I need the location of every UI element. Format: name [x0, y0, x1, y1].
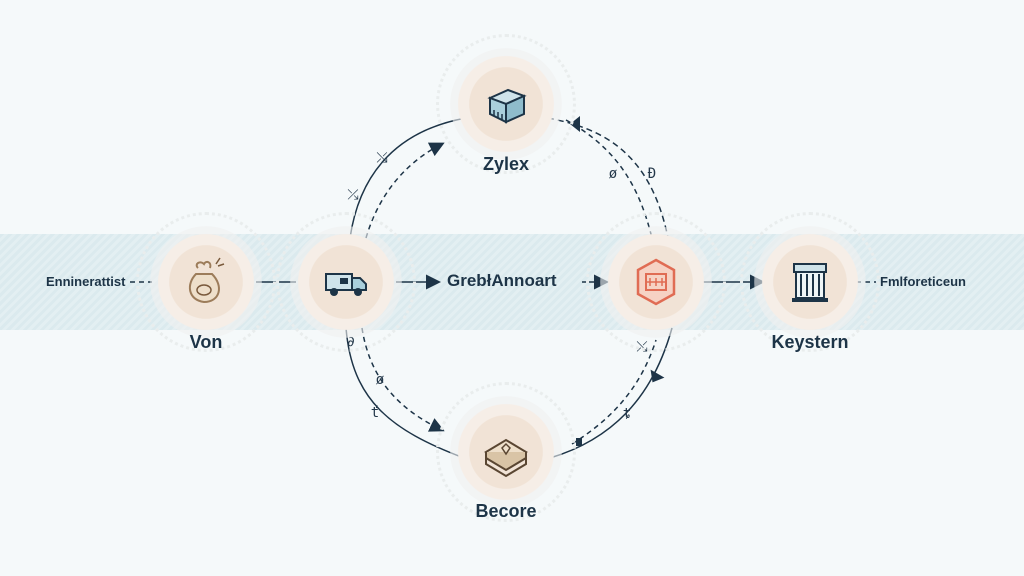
- building-columns-icon: [792, 263, 828, 302]
- outer-arc-top-right: [547, 117, 669, 239]
- scribble-mark-2: ⤰: [347, 187, 359, 203]
- node-becore[interactable]: [436, 382, 576, 522]
- arrowhead-bottom: [576, 438, 582, 446]
- inner-arc-top-right: [565, 119, 653, 239]
- node-von[interactable]: [136, 212, 276, 352]
- hub-label: GrebłAnnoart: [447, 271, 557, 290]
- truck-icon: [325, 273, 367, 296]
- scribble-mark-1: ⤯: [376, 150, 388, 166]
- node-truck[interactable]: [276, 212, 416, 352]
- scribble-mark-3: ø: [608, 166, 618, 182]
- scribble-mark-4: Ð: [647, 166, 657, 182]
- label-keystern: Keystern: [771, 332, 849, 352]
- node-zylex[interactable]: [436, 34, 576, 174]
- label-von: Von: [189, 332, 223, 352]
- side-label-left: Enninerattist: [46, 274, 126, 289]
- arrowhead-bottom-right: [650, 369, 665, 383]
- node-keystern[interactable]: [740, 212, 880, 352]
- label-zylex: Zylex: [482, 154, 530, 174]
- side-label-right: Fmlforeticeun: [880, 274, 966, 289]
- hexagon-building-icon: [636, 258, 676, 306]
- scribble-mark-7: ť: [370, 405, 380, 421]
- scribble-mark-9: ȶ: [622, 406, 632, 422]
- inner-arc-bottom-right: [571, 339, 657, 445]
- inner-arc-top-left: [365, 142, 445, 239]
- stacked-tray-icon: [484, 438, 528, 478]
- node-hexagon[interactable]: [586, 212, 726, 352]
- arrowhead-top-right: [570, 116, 580, 132]
- box-package-icon: [487, 88, 527, 124]
- label-becore: Becore: [475, 501, 537, 521]
- scribble-mark-6: ø: [375, 372, 385, 388]
- sack-bag-icon: [188, 257, 225, 304]
- inner-arc-bottom-left: [361, 327, 445, 432]
